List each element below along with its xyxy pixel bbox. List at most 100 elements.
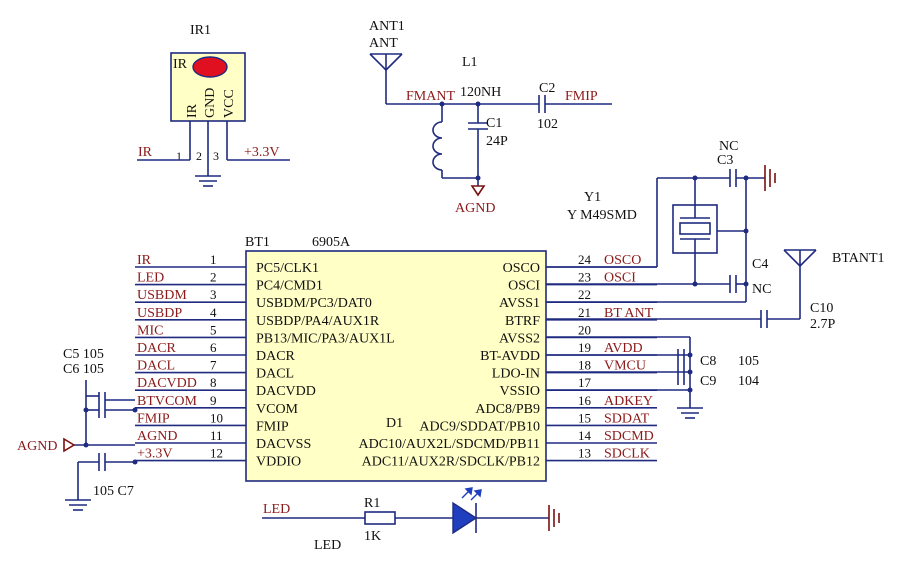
pin-number: 15 bbox=[578, 410, 591, 425]
c8-value: 105 bbox=[738, 354, 759, 369]
c6-label: C6 105 bbox=[63, 362, 104, 377]
agnd-triangle-icon bbox=[470, 185, 486, 197]
junction-dot bbox=[692, 175, 698, 181]
pin-number: 21 bbox=[578, 305, 591, 320]
c4-value: NC bbox=[752, 282, 771, 297]
pin-number: 12 bbox=[210, 446, 223, 461]
net-label: LED bbox=[137, 271, 164, 286]
net-label: USBDM bbox=[137, 288, 187, 303]
capacitor-icon bbox=[98, 392, 106, 418]
capacitor-icon bbox=[538, 95, 546, 113]
pin-name: AVSS1 bbox=[499, 296, 540, 311]
ir1-pin3-number: 3 bbox=[213, 149, 219, 163]
net-label: AGND bbox=[137, 429, 177, 444]
capacitor-icon bbox=[98, 453, 106, 471]
pin-name: OSCI bbox=[508, 279, 540, 294]
pin-name: OSCO bbox=[503, 261, 540, 276]
y1-value: Y M49SMD bbox=[567, 208, 637, 223]
agnd-triangle-icon bbox=[63, 437, 76, 453]
net-label: DACVDD bbox=[137, 376, 197, 391]
net-label: +3.3V bbox=[137, 447, 173, 462]
capacitor-icon bbox=[760, 310, 768, 328]
pin-name: LDO-IN bbox=[492, 367, 540, 382]
agnd-top-label: AGND bbox=[455, 201, 495, 216]
ir1-lens bbox=[192, 56, 228, 78]
pin-number: 10 bbox=[210, 410, 223, 425]
btant1-designator: BTANT1 bbox=[832, 251, 885, 266]
pin-number: 5 bbox=[210, 322, 217, 337]
pin-name: PB13/MIC/PA3/AUX1L bbox=[256, 331, 395, 346]
ant1-designator: ANT1 bbox=[369, 19, 405, 34]
pin-number: 16 bbox=[578, 393, 592, 408]
bt1-designator: BT1 bbox=[245, 235, 270, 250]
pin-number: 24 bbox=[578, 252, 592, 267]
pin-name: DACL bbox=[256, 367, 294, 382]
right-decoupling: C8 105 C9 104 bbox=[546, 336, 759, 419]
ir1-pin1-number: 1 bbox=[176, 149, 182, 163]
pin-name: PC5/CLK1 bbox=[256, 261, 319, 276]
pin-name: DACR bbox=[256, 349, 296, 364]
c8-designator: C8 bbox=[700, 354, 716, 369]
ir1-net-ir-label: IR bbox=[138, 145, 153, 160]
junction-dot bbox=[687, 369, 693, 375]
net-label: ADKEY bbox=[604, 394, 653, 409]
fm-antenna-section: ANT1 ANT FMANT L1 120NH C1 24P AGND C bbox=[369, 19, 612, 216]
ground-icon bbox=[65, 499, 91, 511]
pin-name: USBDP/PA4/AUX1R bbox=[256, 314, 380, 329]
c10-value: 2.7P bbox=[810, 317, 836, 332]
net-label: MIC bbox=[137, 323, 163, 338]
led-icon bbox=[452, 501, 478, 535]
junction-dot bbox=[475, 175, 481, 181]
antenna-icon bbox=[369, 53, 403, 104]
c7-label: 105 C7 bbox=[93, 484, 134, 499]
c3-designator: C3 bbox=[717, 153, 733, 168]
c4-designator: C4 bbox=[752, 257, 768, 272]
pin-number: 4 bbox=[210, 305, 217, 320]
pin-number: 3 bbox=[210, 287, 217, 302]
c1-designator: C1 bbox=[486, 116, 502, 131]
pin-name: VDDIO bbox=[256, 455, 301, 470]
pin-number: 7 bbox=[210, 358, 217, 373]
junction-dot bbox=[439, 101, 445, 107]
pin-name: ADC8/PB9 bbox=[475, 402, 540, 417]
ground-icon bbox=[548, 505, 560, 531]
pin-number: 1 bbox=[210, 252, 217, 267]
c9-value: 104 bbox=[738, 374, 759, 389]
pin-name: DACVDD bbox=[256, 384, 316, 399]
ic-pin-right: 15 SDDAT ADC9/SDDAT/PB10 bbox=[419, 410, 657, 434]
l1-value: 120NH bbox=[460, 85, 501, 100]
ground-icon bbox=[764, 165, 776, 191]
pin-name: BT-AVDD bbox=[480, 349, 540, 364]
c10-designator: C10 bbox=[810, 301, 833, 316]
pin-number: 18 bbox=[578, 358, 591, 373]
pin-number: 17 bbox=[578, 375, 592, 390]
led-net-label: LED bbox=[263, 502, 290, 517]
c9-designator: C9 bbox=[700, 374, 716, 389]
pin-name: ADC9/SDDAT/PB10 bbox=[419, 419, 540, 434]
pin-name: VSSIO bbox=[500, 384, 540, 399]
net-label: SDCMD bbox=[604, 429, 654, 444]
net-label: SDDAT bbox=[604, 411, 650, 426]
junction-dot bbox=[475, 101, 481, 107]
d1-value: LED bbox=[314, 538, 341, 553]
r1-designator: R1 bbox=[364, 496, 380, 511]
junction-dot bbox=[687, 352, 693, 358]
capacitor-icon bbox=[468, 122, 488, 130]
junction-dot bbox=[743, 175, 749, 181]
junction-dot bbox=[83, 442, 89, 448]
ir1-pin3-name: VCC bbox=[222, 89, 237, 118]
junction-dot bbox=[83, 407, 89, 413]
fmant-net-label: FMANT bbox=[406, 89, 455, 104]
